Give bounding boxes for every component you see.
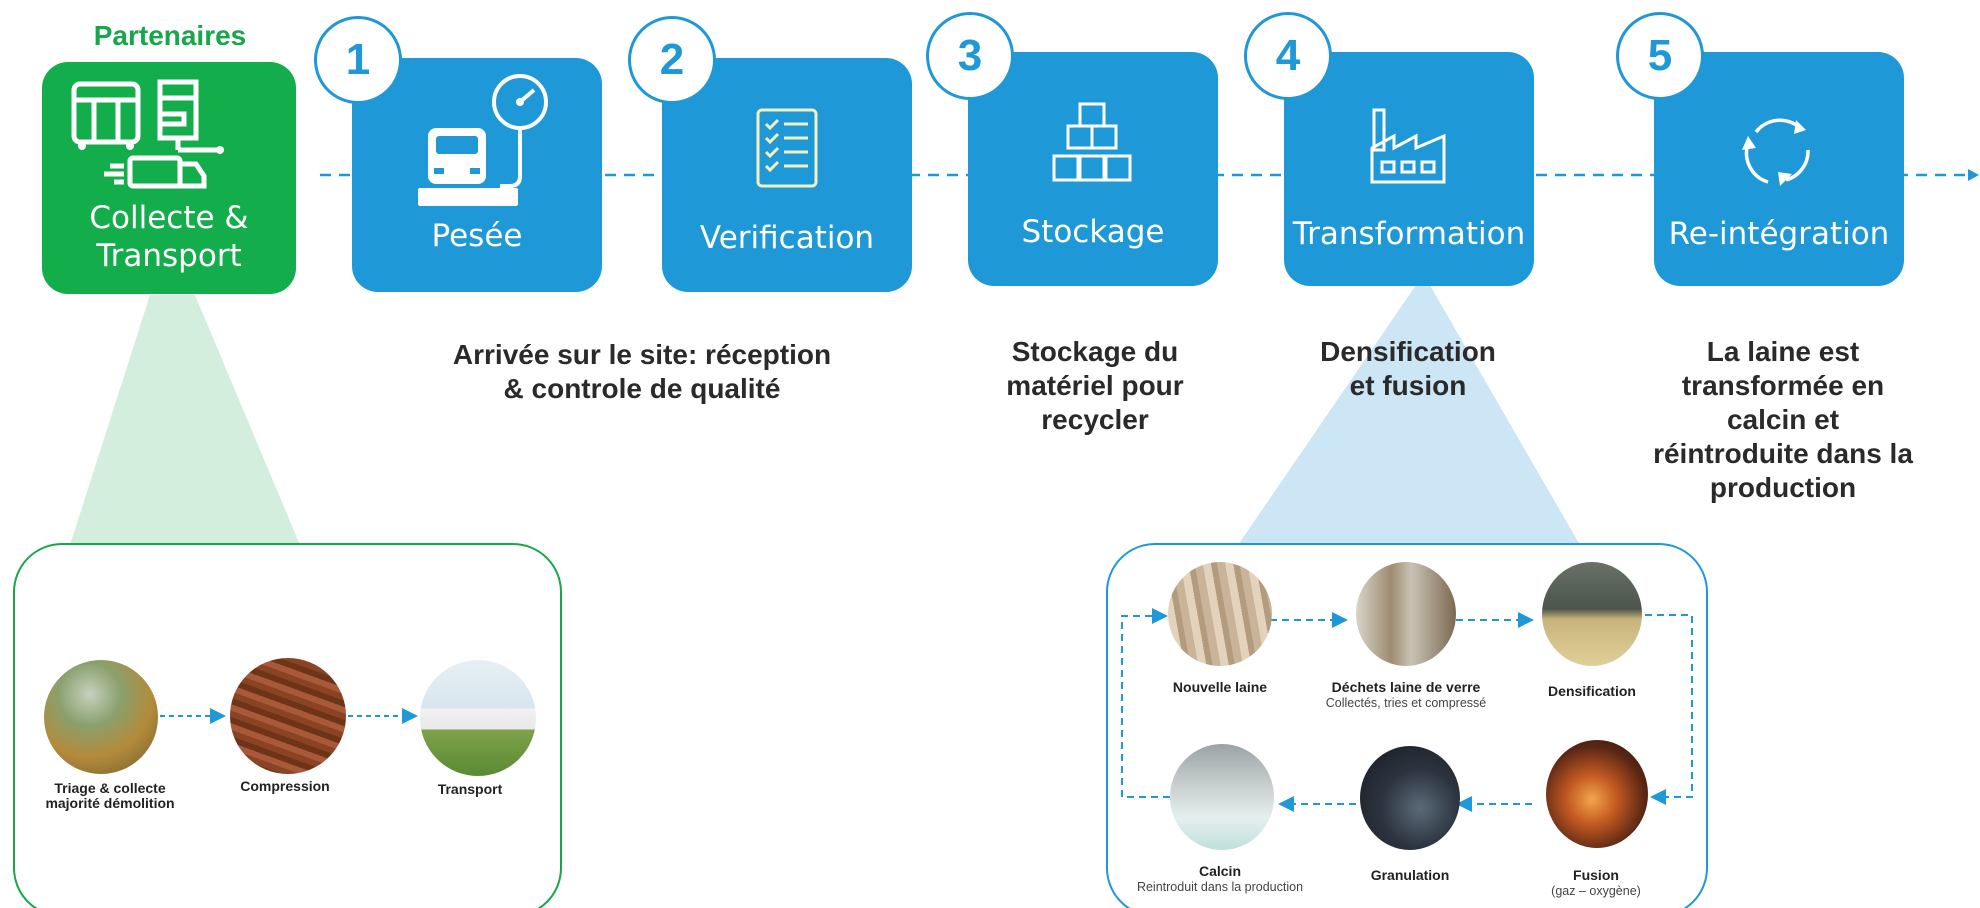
collecte-label-line1: Collecte & [89, 200, 249, 236]
step-5-number: 5 [1616, 12, 1704, 100]
checklist-icon [756, 108, 818, 188]
furnace-photo [1546, 740, 1648, 848]
reception-description: Arrivée sur le site: réception& controle… [452, 339, 832, 404]
collect-item-2-label: Compression [240, 778, 330, 794]
partners-heading: Partenaires [93, 20, 247, 51]
step-1-number: 1 [314, 16, 402, 104]
transform-item-dechets-label: Déchets laine de verre [1331, 679, 1481, 695]
densified-pile-photo [1542, 562, 1642, 666]
transform-item-calcin-sub: Reintroduit dans la production [1136, 880, 1304, 894]
step-3-label: Stockage [1021, 214, 1165, 250]
transform-item-granulation-label: Granulation [1370, 867, 1450, 883]
transform-item-calcin-label: Calcin [1198, 863, 1241, 879]
transform-item-fusion-sub: (gaz – oxygène) [1551, 884, 1641, 898]
step-3-card[interactable]: Stockage [968, 52, 1218, 286]
step-5-card[interactable]: Re-intégration [1654, 52, 1904, 286]
transform-item-fusion-label: Fusion [1573, 867, 1619, 883]
transform-item-densification-label: Densification [1548, 683, 1636, 699]
collecte-label-line2: Transport [96, 238, 242, 274]
transform-item-dechets-sub: Collectés, tries et compressé [1325, 696, 1487, 710]
waste-bags-photo [1356, 562, 1456, 666]
granulation-photo [1360, 746, 1460, 850]
step-2-card[interactable]: Verification [662, 58, 912, 292]
collection-vehicles-icon [71, 79, 224, 189]
truck-scale-icon [418, 74, 548, 206]
truck-road-photo [420, 660, 536, 776]
factory-icon [1370, 108, 1446, 184]
collecte-transport-card[interactable]: Collecte & Transport [42, 62, 296, 294]
flow-arrowhead [1968, 169, 1979, 181]
transform-item-nouvelle-laine-label: Nouvelle laine [1172, 679, 1268, 695]
collect-item-3-label: Transport [437, 781, 503, 797]
step-2-number: 2 [628, 16, 716, 104]
insulation-rolls-photo [1168, 562, 1272, 666]
step-1-card[interactable]: Pesée [352, 58, 602, 292]
compressed-bales-photo [230, 658, 346, 774]
step-3-number: 3 [926, 12, 1014, 100]
step-4-label: Transformation [1292, 216, 1526, 252]
step-1-label: Pesée [431, 218, 523, 254]
step-4-number: 4 [1244, 12, 1332, 100]
collect-funnel [70, 295, 300, 545]
transform-funnel [1238, 282, 1580, 545]
step-2-label: Verification [699, 220, 875, 256]
step-4-card[interactable]: Transformation [1284, 52, 1534, 286]
step-5-label: Re-intégration [1668, 216, 1890, 252]
stacked-boxes-icon [1052, 102, 1132, 182]
cullet-photo [1170, 744, 1274, 850]
dumpster-photo [44, 660, 158, 774]
recycle-arrows-icon [1742, 118, 1810, 186]
